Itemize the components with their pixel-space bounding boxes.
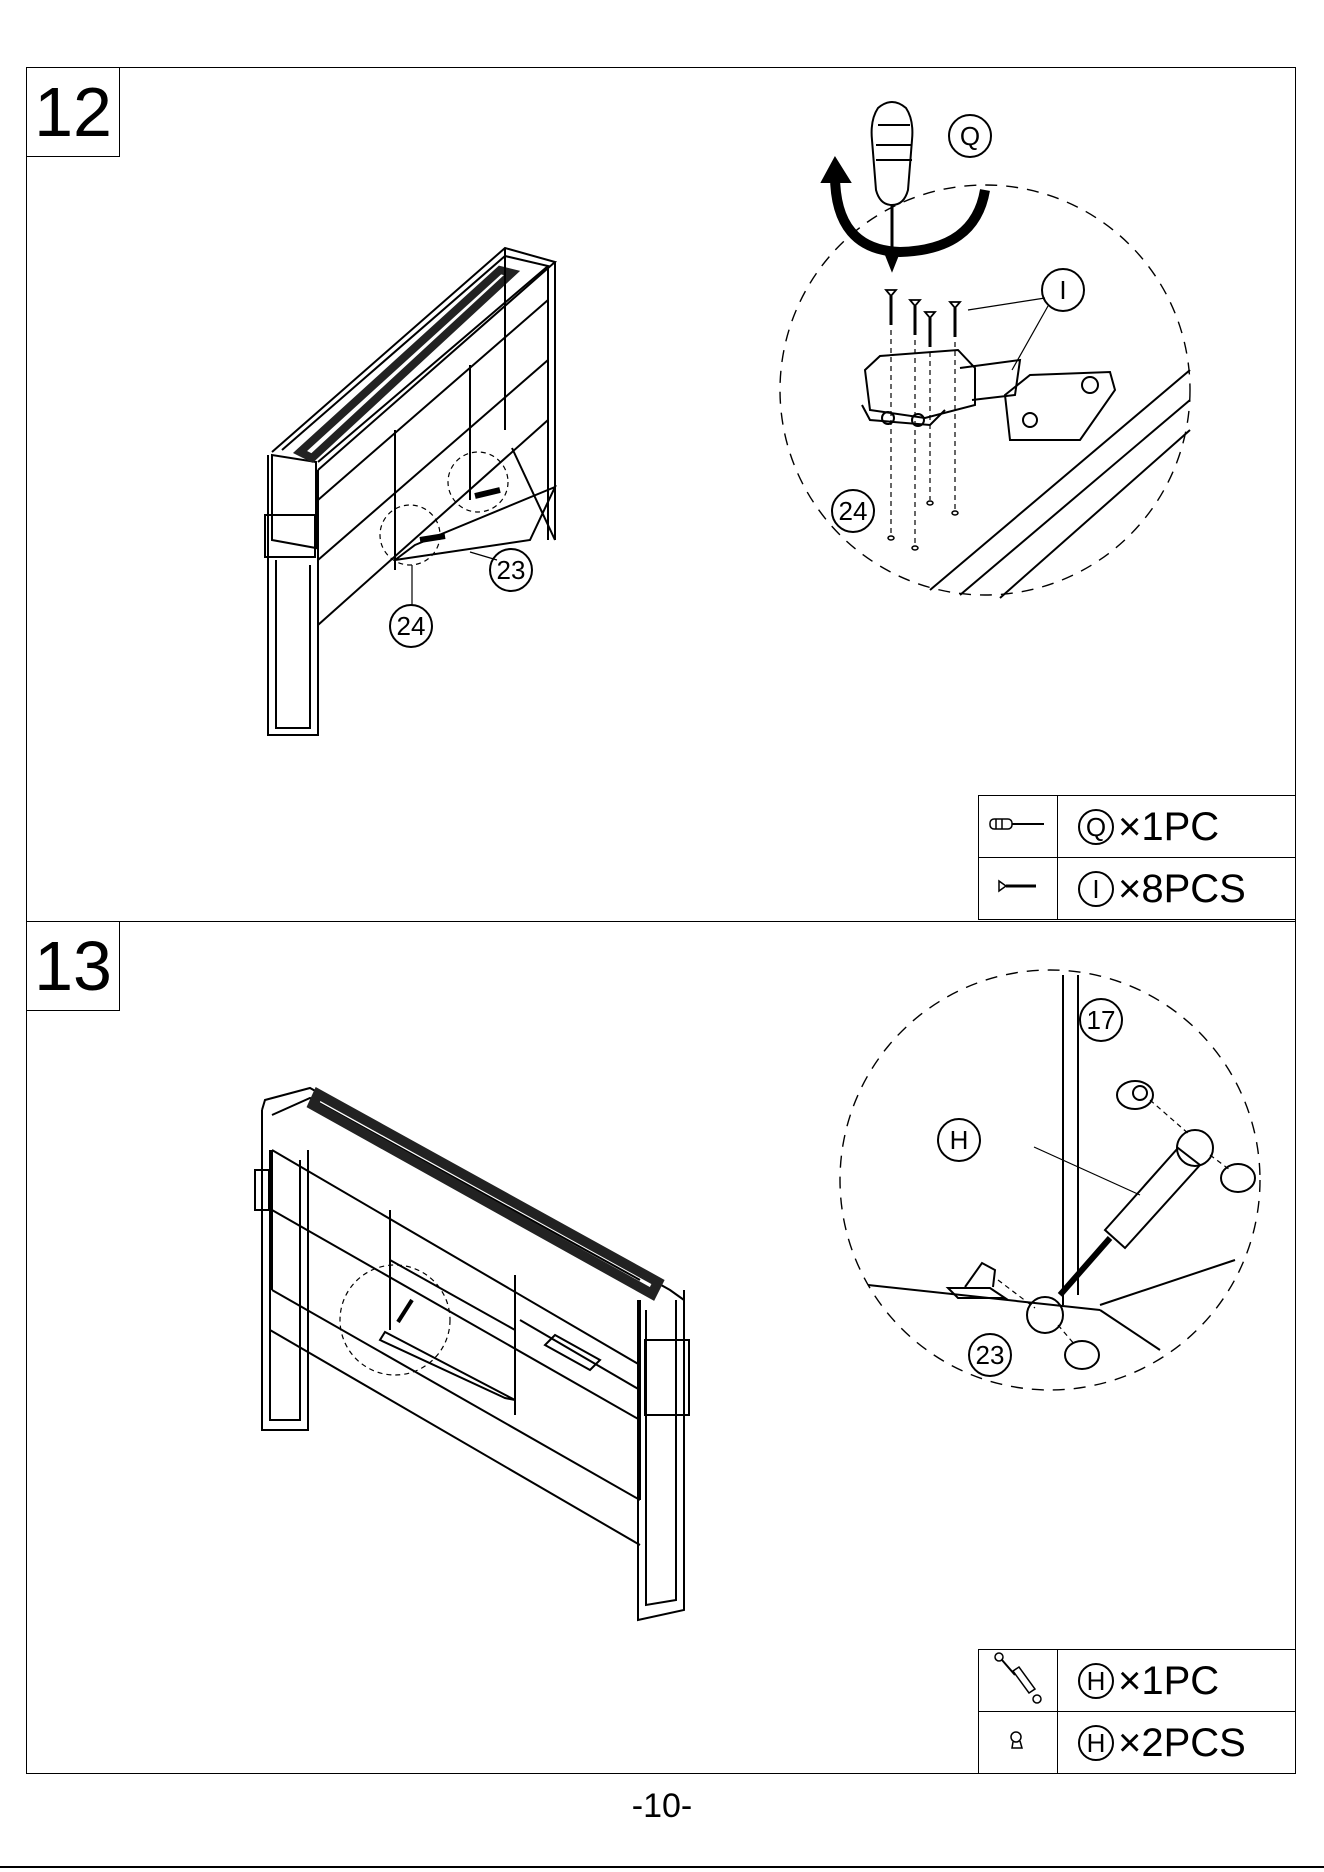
screw-icon	[979, 858, 1058, 920]
screwdriver-icon	[979, 796, 1058, 858]
parts-row: H×2PCS	[979, 1712, 1296, 1774]
part-letter: H	[1078, 1663, 1114, 1699]
part-letter: H	[1078, 1725, 1114, 1761]
callout-23-step12: 23	[497, 555, 526, 585]
parts-row: H×1PC	[979, 1650, 1296, 1712]
part-letter: I	[1078, 871, 1114, 907]
parts-row: Q×1PC	[979, 796, 1296, 858]
part-quantity: ×1PC	[1118, 805, 1219, 849]
callout-q-step12: Q	[960, 121, 980, 151]
bottom-rule	[0, 1866, 1324, 1868]
callout-17: 17	[1087, 1005, 1116, 1035]
callout-i-step12: I	[1059, 275, 1066, 305]
part-quantity: ×8PCS	[1118, 867, 1246, 911]
parts-qty-cell: H×2PCS	[1058, 1712, 1296, 1774]
callout-23-step13: 23	[976, 1340, 1005, 1370]
parts-table-step12: Q×1PC I×8PCS	[978, 795, 1296, 920]
step-number-text: 13	[34, 931, 112, 1001]
parts-qty-cell: H×1PC	[1058, 1650, 1296, 1712]
callout-24-main: 24	[397, 611, 426, 641]
gas-strut-detail-view	[840, 970, 1260, 1390]
part-quantity: ×2PCS	[1118, 1721, 1246, 1765]
gas-strut-icon	[979, 1650, 1058, 1712]
part-letter: Q	[1078, 809, 1114, 845]
step-number-13: 13	[26, 921, 120, 1011]
parts-qty-cell: I×8PCS	[1058, 858, 1296, 920]
callout-24-detail: 24	[839, 496, 868, 526]
part-quantity: ×1PC	[1118, 1659, 1219, 1703]
parts-table-step13: H×1PC H×2PCS	[978, 1649, 1296, 1774]
headboard-illustration-step12	[265, 248, 555, 735]
ball-stud-icon	[979, 1712, 1058, 1774]
step-number-text: 12	[34, 77, 112, 147]
headboard-illustration-step13	[255, 1088, 689, 1620]
callout-h-step13: H	[950, 1125, 969, 1155]
parts-qty-cell: Q×1PC	[1058, 796, 1296, 858]
parts-row: I×8PCS	[979, 858, 1296, 920]
step-number-12: 12	[26, 67, 120, 157]
page-number: -10-	[0, 1787, 1324, 1826]
